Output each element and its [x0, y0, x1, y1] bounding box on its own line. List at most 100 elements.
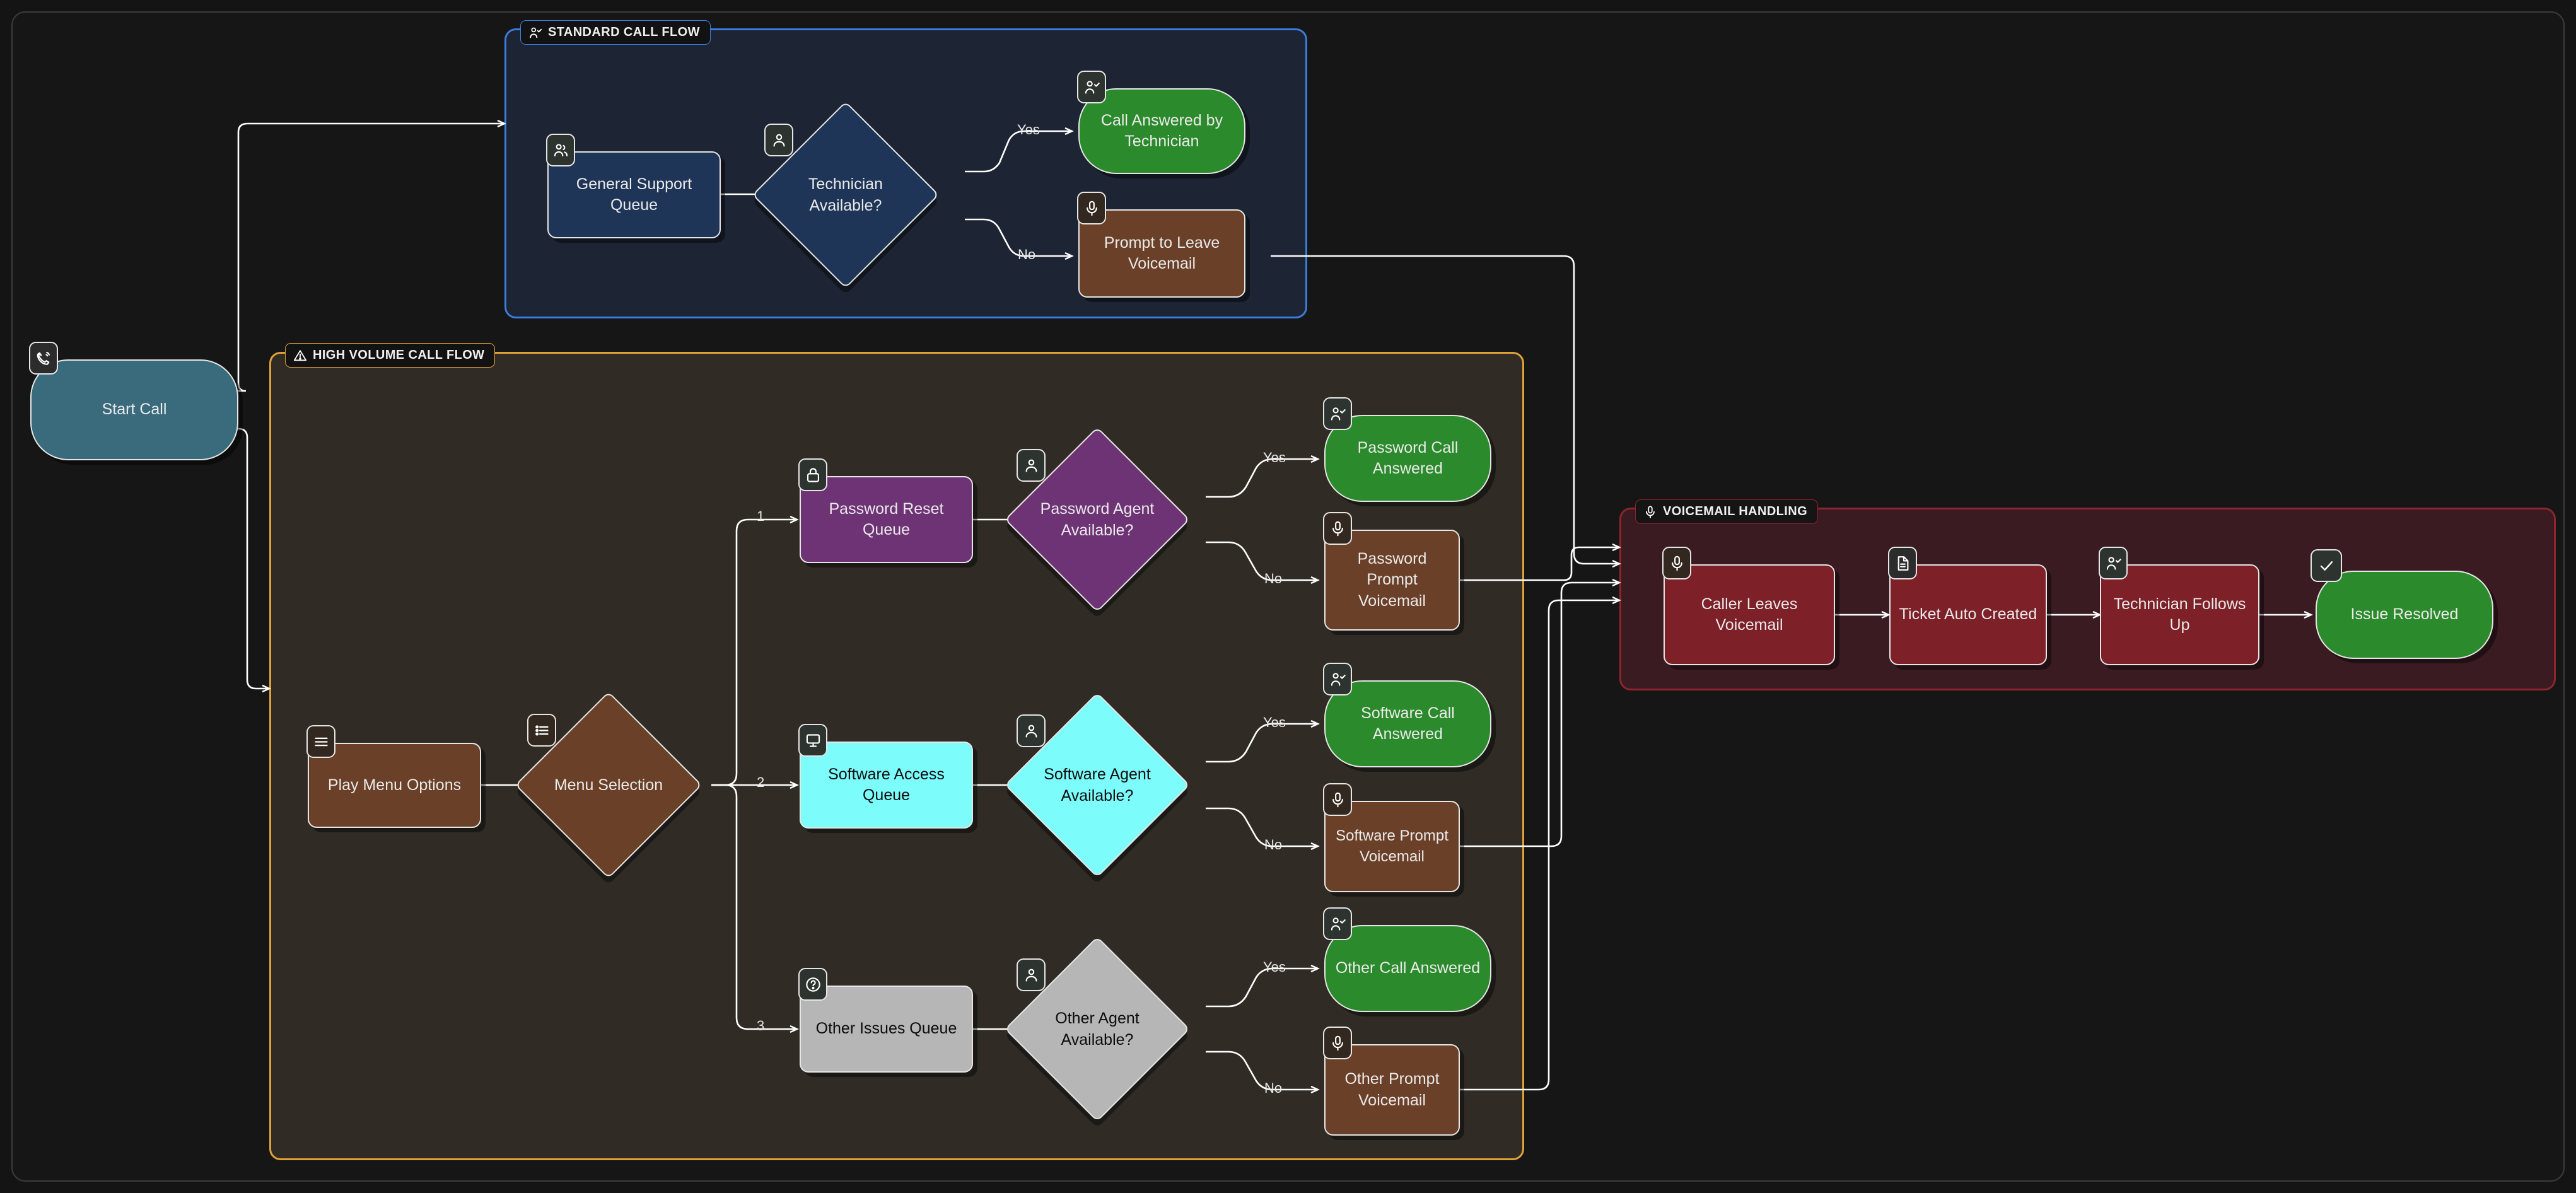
edge-label-no-password: No: [1264, 571, 1283, 586]
edge-label-yes-other: Yes: [1263, 959, 1286, 975]
node-software-call-answered[interactable]: Software Call Answered: [1323, 663, 1491, 767]
node-play-menu-options[interactable]: Play Menu Options: [306, 725, 481, 828]
node-password-prompt-voicemail-label: Password Prompt Voicemail: [1357, 549, 1427, 610]
edge-label-yes-software: Yes: [1263, 714, 1286, 730]
node-technician-follows-up[interactable]: Technician Follows Up: [2099, 547, 2259, 665]
edge-label-no-technician: No: [1018, 247, 1036, 262]
node-other-issues-queue[interactable]: Other Issues Queue: [798, 968, 973, 1073]
user-check-icon: [2106, 556, 2121, 570]
node-software-agent-available-label: Software Agent Available?: [1044, 765, 1151, 805]
node-other-agent-available[interactable]: Other Agent Available?: [1004, 936, 1191, 1122]
node-technician-available[interactable]: Technician Available?: [752, 101, 940, 289]
node-other-agent-available-label: Other Agent Available?: [1055, 1009, 1139, 1049]
node-menu-selection[interactable]: Menu Selection: [515, 691, 702, 879]
node-software-agent-available[interactable]: Software Agent Available?: [1004, 692, 1191, 878]
node-technician-follows-up-label: Technician Follows Up: [2113, 595, 2246, 634]
node-password-agent-available[interactable]: Password Agent Available?: [1004, 426, 1191, 613]
user-icon-badge: [764, 124, 793, 156]
user-icon: [773, 134, 784, 147]
node-other-issues-queue-label: Other Issues Queue: [815, 1020, 957, 1038]
user-icon: [1025, 459, 1037, 472]
monitor-icon: [806, 733, 820, 747]
node-software-access-queue-label: Software Access Queue: [828, 765, 945, 805]
edge-label-no-other: No: [1264, 1080, 1283, 1096]
node-password-call-answered-label: Password Call Answered: [1357, 438, 1459, 478]
edge-label-no-software: No: [1264, 837, 1283, 853]
user-check-icon-badge: [2099, 547, 2128, 579]
group-voicemail-label: VOICEMAIL HANDLING: [1635, 499, 1819, 524]
document-icon: [1897, 556, 1908, 571]
user-check-icon: [1331, 672, 1346, 686]
group-standard-label: STANDARD CALL FLOW: [520, 20, 711, 45]
node-other-call-answered[interactable]: Other Call Answered: [1323, 907, 1491, 1012]
microphone-icon: [1332, 1035, 1343, 1050]
users-icon: [554, 143, 568, 156]
node-general-support-queue-label: General Support Queue: [576, 175, 692, 214]
group-high-volume-label: HIGH VOLUME CALL FLOW: [285, 343, 496, 368]
group-voicemail-label-text: VOICEMAIL HANDLING: [1663, 504, 1808, 518]
edge-label-menu-option-2: 2: [757, 774, 765, 790]
menu-lines-icon: [314, 737, 328, 746]
microphone-icon: [1332, 792, 1343, 807]
check-icon-badge: [2311, 549, 2342, 582]
node-password-call-answered[interactable]: Password Call Answered: [1323, 397, 1491, 502]
node-other-call-answered-label: Other Call Answered: [1335, 959, 1481, 977]
node-menu-selection-label: Menu Selection: [554, 776, 663, 794]
check-icon: [2320, 561, 2333, 571]
node-ticket-auto-created[interactable]: Ticket Auto Created: [1888, 547, 2047, 665]
node-prompt-to-leave-voicemail[interactable]: Prompt to Leave Voicemail: [1077, 192, 1245, 298]
microphone-icon-badge: [1323, 512, 1352, 545]
document-icon-badge: [1888, 547, 1917, 579]
node-password-agent-available-label: Password Agent Available?: [1040, 499, 1155, 540]
node-play-menu-options-label: Play Menu Options: [327, 776, 462, 794]
user-check-icon: [530, 27, 542, 38]
list-icon: [535, 725, 549, 736]
user-icon: [1025, 969, 1037, 982]
user-check-icon-badge: [1323, 907, 1352, 940]
node-issue-resolved[interactable]: Issue Resolved: [2311, 549, 2493, 659]
microphone-icon-badge: [1323, 783, 1352, 816]
microphone-icon: [1086, 201, 1097, 216]
node-password-reset-queue[interactable]: Password Reset Queue: [798, 458, 973, 563]
user-check-icon: [1331, 407, 1346, 421]
node-software-access-queue[interactable]: Software Access Queue: [798, 724, 973, 829]
users-icon-badge: [546, 134, 575, 166]
node-caller-leaves-voicemail[interactable]: Caller Leaves Voicemail: [1662, 547, 1835, 665]
group-high-volume-label-text: HIGH VOLUME CALL FLOW: [313, 348, 485, 362]
edge-label-menu-option-1: 1: [757, 508, 765, 524]
microphone-icon: [1332, 521, 1343, 536]
question-circle-icon: [805, 977, 820, 992]
phone-ringing-icon: [37, 351, 50, 365]
node-start-call[interactable]: Start Call: [29, 342, 238, 460]
node-technician-available-label: Technician Available?: [808, 175, 883, 215]
node-software-call-answered-label: Software Call Answered: [1361, 704, 1455, 743]
node-general-support-queue[interactable]: General Support Queue: [546, 134, 721, 238]
node-call-answered-by-technician[interactable]: Call Answered by Technician: [1077, 71, 1245, 174]
node-password-prompt-voicemail[interactable]: Password Prompt Voicemail: [1323, 512, 1460, 631]
warning-triangle-icon: [293, 349, 307, 361]
edge-label-yes-password: Yes: [1263, 450, 1286, 465]
user-icon-badge: [1017, 958, 1046, 991]
user-icon-badge: [1017, 714, 1046, 747]
user-check-icon: [1331, 917, 1346, 931]
user-icon: [1025, 725, 1037, 738]
user-check-icon-badge: [1323, 663, 1352, 695]
node-start-call-label: Start Call: [102, 400, 167, 419]
group-standard-label-text: STANDARD CALL FLOW: [548, 25, 700, 39]
node-software-prompt-voicemail[interactable]: Software Prompt Voicemail: [1323, 783, 1460, 892]
menu-lines-icon-badge: [306, 725, 335, 758]
node-ticket-auto-created-label: Ticket Auto Created: [1899, 605, 2037, 624]
microphone-icon-badge: [1323, 1027, 1352, 1059]
node-software-prompt-voicemail-label: Software Prompt Voicemail: [1336, 827, 1448, 865]
node-other-prompt-voicemail[interactable]: Other Prompt Voicemail: [1323, 1027, 1460, 1136]
node-call-answered-by-technician-label: Call Answered by Technician: [1100, 111, 1223, 151]
microphone-icon: [1646, 505, 1655, 518]
user-icon-badge: [1017, 449, 1046, 482]
node-other-prompt-voicemail-label: Other Prompt Voicemail: [1344, 1070, 1440, 1109]
monitor-icon-badge: [798, 724, 827, 757]
list-icon-badge: [527, 714, 556, 747]
node-password-reset-queue-label: Password Reset Queue: [829, 499, 944, 539]
user-check-icon-badge: [1077, 71, 1106, 103]
edge-label-menu-option-3: 3: [757, 1018, 765, 1033]
